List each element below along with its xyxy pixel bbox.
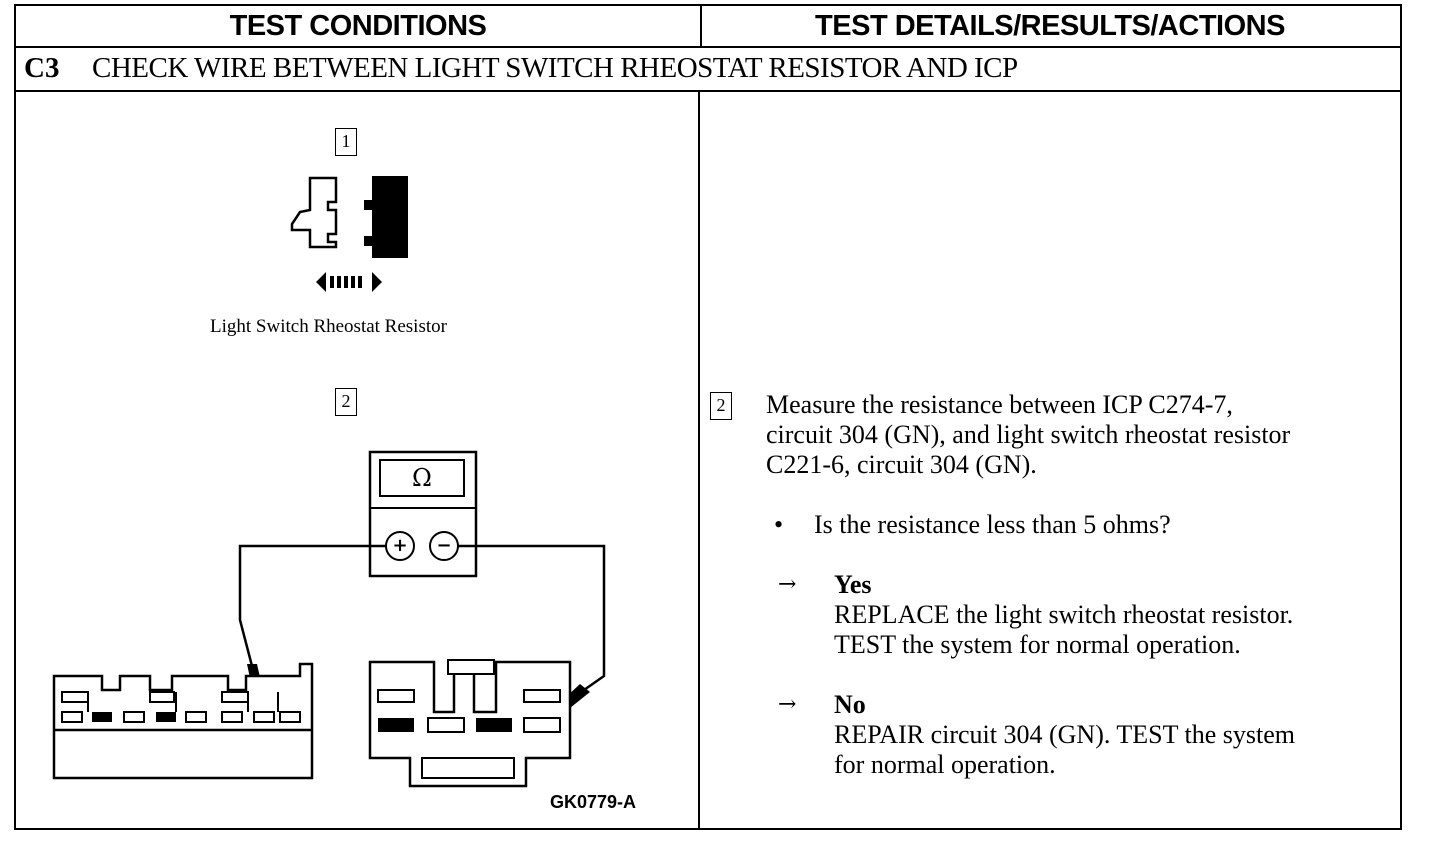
detail-step-number-box: 2: [710, 392, 732, 420]
question-text: Is the resistance less than 5 ohms?: [814, 510, 1171, 539]
connector-half-outline: [290, 176, 338, 249]
rheostat-caption: Light Switch Rheostat Resistor: [210, 316, 447, 337]
step-1-number-box: 1: [335, 128, 357, 156]
test-conditions-heading: TEST CONDITIONS: [16, 6, 702, 46]
test-details-heading: TEST DETAILS/RESULTS/ACTIONS: [815, 10, 1285, 42]
icp-connector-c274: [52, 662, 314, 780]
instruction-line-3: C221-6, circuit 304 (GN).: [766, 450, 1037, 479]
no-label: No: [834, 690, 866, 719]
no-action-line-1: REPAIR circuit 304 (GN). TEST the system: [834, 720, 1296, 749]
plus-label: +: [392, 535, 408, 556]
instruction-line-2: circuit 304 (GN), and light switch rheos…: [766, 420, 1291, 449]
minus-label: −: [436, 535, 452, 556]
column-divider: [698, 92, 700, 830]
step-id: C3: [24, 52, 60, 84]
no-action-line-2: for normal operation.: [834, 750, 1056, 779]
negative-lead-wire: [458, 544, 606, 692]
no-arrow-icon: →: [778, 692, 797, 717]
figure-id: GK0779-A: [550, 792, 637, 812]
yes-action-line-2: TEST the system for normal operation.: [834, 630, 1241, 659]
yes-label: Yes: [834, 570, 872, 599]
question-bullet: •: [774, 510, 784, 539]
step-title-row: C3 CHECK WIRE BETWEEN LIGHT SWITCH RHEOS…: [16, 46, 1400, 92]
test-procedure-sheet: TEST CONDITIONS TEST DETAILS/RESULTS/ACT…: [14, 4, 1402, 830]
table-header: TEST CONDITIONS TEST DETAILS/RESULTS/ACT…: [16, 6, 1400, 48]
step-2-number-box: 2: [335, 388, 357, 416]
rheostat-connector-c221: [368, 659, 572, 788]
ohm-symbol: Ω: [412, 464, 432, 492]
connector-half-solid: [364, 176, 408, 258]
positive-lead-wire: [238, 544, 386, 667]
yes-arrow-icon: →: [778, 572, 797, 597]
instruction-line-1: Measure the resistance between ICP C274-…: [766, 390, 1233, 419]
meter-display: [379, 459, 465, 497]
disconnect-arrow-icon: [316, 272, 382, 292]
step-title: CHECK WIRE BETWEEN LIGHT SWITCH RHEOSTAT…: [92, 52, 1018, 84]
yes-action-line-1: REPLACE the light switch rheostat resist…: [834, 600, 1294, 629]
rheostat-connector-illustration: [290, 176, 408, 292]
